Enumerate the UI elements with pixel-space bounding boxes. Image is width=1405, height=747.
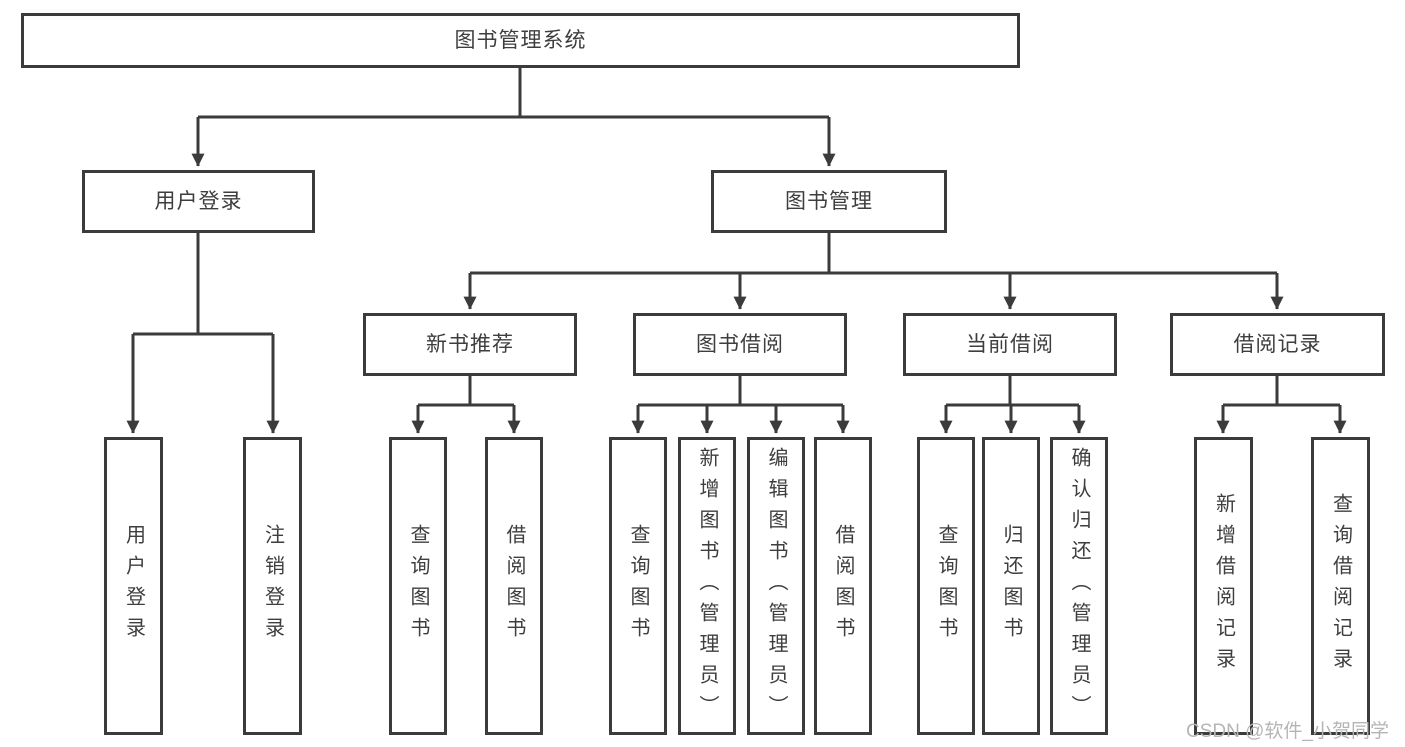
node-leaf-bb-edit-books-admin: 编辑图书（管理员） bbox=[747, 437, 805, 735]
node-leaf-bb-add-books-admin-label: 新增图书（管理员） bbox=[696, 446, 718, 726]
node-leaf-nbr-borrow-books: 借阅图书 bbox=[485, 437, 543, 735]
node-borrow-records-label: 借阅记录 bbox=[1233, 333, 1322, 356]
node-leaf-br-query-record: 查询借阅记录 bbox=[1311, 437, 1370, 735]
node-root-label: 图书管理系统 bbox=[454, 29, 587, 52]
node-leaf-br-query-record-label: 查询借阅记录 bbox=[1329, 493, 1352, 679]
node-new-book-recommend: 新书推荐 bbox=[363, 313, 577, 376]
node-leaf-bb-query-books: 查询图书 bbox=[609, 437, 667, 735]
node-leaf-logout: 注销登录 bbox=[243, 437, 302, 735]
node-leaf-logout-label: 注销登录 bbox=[261, 524, 284, 648]
node-leaf-cb-return-books-label: 归还图书 bbox=[1000, 524, 1022, 648]
watermark: CSDN @软件_小贺同学 bbox=[1186, 721, 1389, 742]
node-user-login-label: 用户登录 bbox=[154, 190, 243, 213]
node-leaf-bb-query-books-label: 查询图书 bbox=[627, 524, 649, 648]
node-leaf-nbr-query-books: 查询图书 bbox=[389, 437, 447, 735]
node-leaf-cb-query-books-label: 查询图书 bbox=[935, 524, 957, 648]
node-leaf-user-login: 用户登录 bbox=[104, 437, 163, 735]
node-leaf-bb-borrow-books: 借阅图书 bbox=[814, 437, 872, 735]
node-new-book-recommend-label: 新书推荐 bbox=[426, 333, 514, 356]
node-leaf-bb-borrow-books-label: 借阅图书 bbox=[832, 524, 854, 648]
node-current-borrow: 当前借阅 bbox=[903, 313, 1117, 376]
node-book-borrow: 图书借阅 bbox=[633, 313, 847, 376]
node-book-management: 图书管理 bbox=[711, 170, 947, 233]
node-leaf-cb-return-books: 归还图书 bbox=[982, 437, 1040, 735]
node-borrow-records: 借阅记录 bbox=[1170, 313, 1385, 376]
node-leaf-cb-confirm-return-admin: 确认归还（管理员） bbox=[1050, 437, 1108, 735]
node-leaf-cb-confirm-return-admin-label: 确认归还（管理员） bbox=[1068, 446, 1090, 726]
node-leaf-user-login-label: 用户登录 bbox=[122, 524, 145, 648]
node-leaf-nbr-borrow-books-label: 借阅图书 bbox=[503, 524, 525, 648]
node-leaf-br-add-record-label: 新增借阅记录 bbox=[1212, 493, 1235, 679]
node-current-borrow-label: 当前借阅 bbox=[966, 333, 1054, 356]
node-book-management-label: 图书管理 bbox=[785, 190, 873, 213]
node-root: 图书管理系统 bbox=[21, 13, 1020, 68]
node-leaf-cb-query-books: 查询图书 bbox=[917, 437, 975, 735]
node-leaf-br-add-record: 新增借阅记录 bbox=[1194, 437, 1253, 735]
node-leaf-bb-add-books-admin: 新增图书（管理员） bbox=[678, 437, 736, 735]
node-leaf-nbr-query-books-label: 查询图书 bbox=[407, 524, 429, 648]
node-leaf-bb-edit-books-admin-label: 编辑图书（管理员） bbox=[765, 446, 787, 726]
node-book-borrow-label: 图书借阅 bbox=[696, 333, 784, 356]
node-user-login: 用户登录 bbox=[82, 170, 315, 233]
